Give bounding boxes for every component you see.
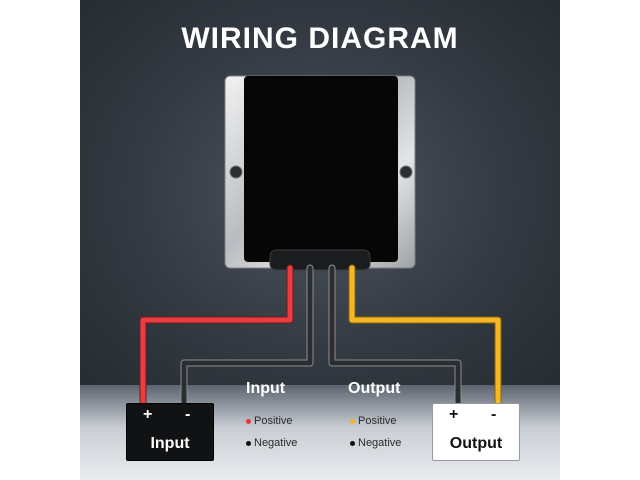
output-negative-wire (329, 265, 461, 405)
legend-input-positive: Positive (246, 415, 293, 427)
mounting-hole-right (399, 165, 413, 179)
legend-output-negative: Negative (350, 437, 401, 449)
input-plus-symbol: + (143, 406, 153, 423)
output-plus-symbol: + (449, 406, 459, 423)
red-dot-icon (246, 418, 251, 424)
legend-input-heading: Input (246, 380, 286, 397)
converter-module (224, 75, 416, 271)
output-positive-wire (349, 265, 501, 405)
output-terminal-box: + - Output (432, 403, 520, 461)
input-positive-wire (140, 265, 293, 405)
output-box-label: Output (449, 435, 503, 452)
legend-output-negative-label: Negative (358, 437, 402, 449)
yellow-dot-icon (350, 418, 355, 424)
legend-input-negative: Negative (246, 437, 297, 449)
input-terminal-box: + - Input (126, 403, 214, 461)
diagram-title: WIRING DIAGRAM (181, 22, 459, 55)
legend-output-heading: Output (348, 380, 401, 397)
input-box-label: Input (150, 435, 190, 452)
legend-input-positive-label: Positive (254, 415, 293, 427)
input-minus-symbol: - (185, 406, 191, 423)
black-dot-icon (246, 440, 251, 446)
output-minus-symbol: - (491, 406, 497, 423)
module-body (244, 76, 398, 262)
black-dot-icon (350, 440, 355, 446)
legend-input-negative-label: Negative (254, 437, 298, 449)
legend-output-positive: Positive (350, 415, 397, 427)
mounting-hole-left (229, 165, 243, 179)
legend-output-positive-label: Positive (358, 415, 397, 427)
cable-gland (269, 249, 371, 271)
input-negative-wire (181, 265, 313, 405)
